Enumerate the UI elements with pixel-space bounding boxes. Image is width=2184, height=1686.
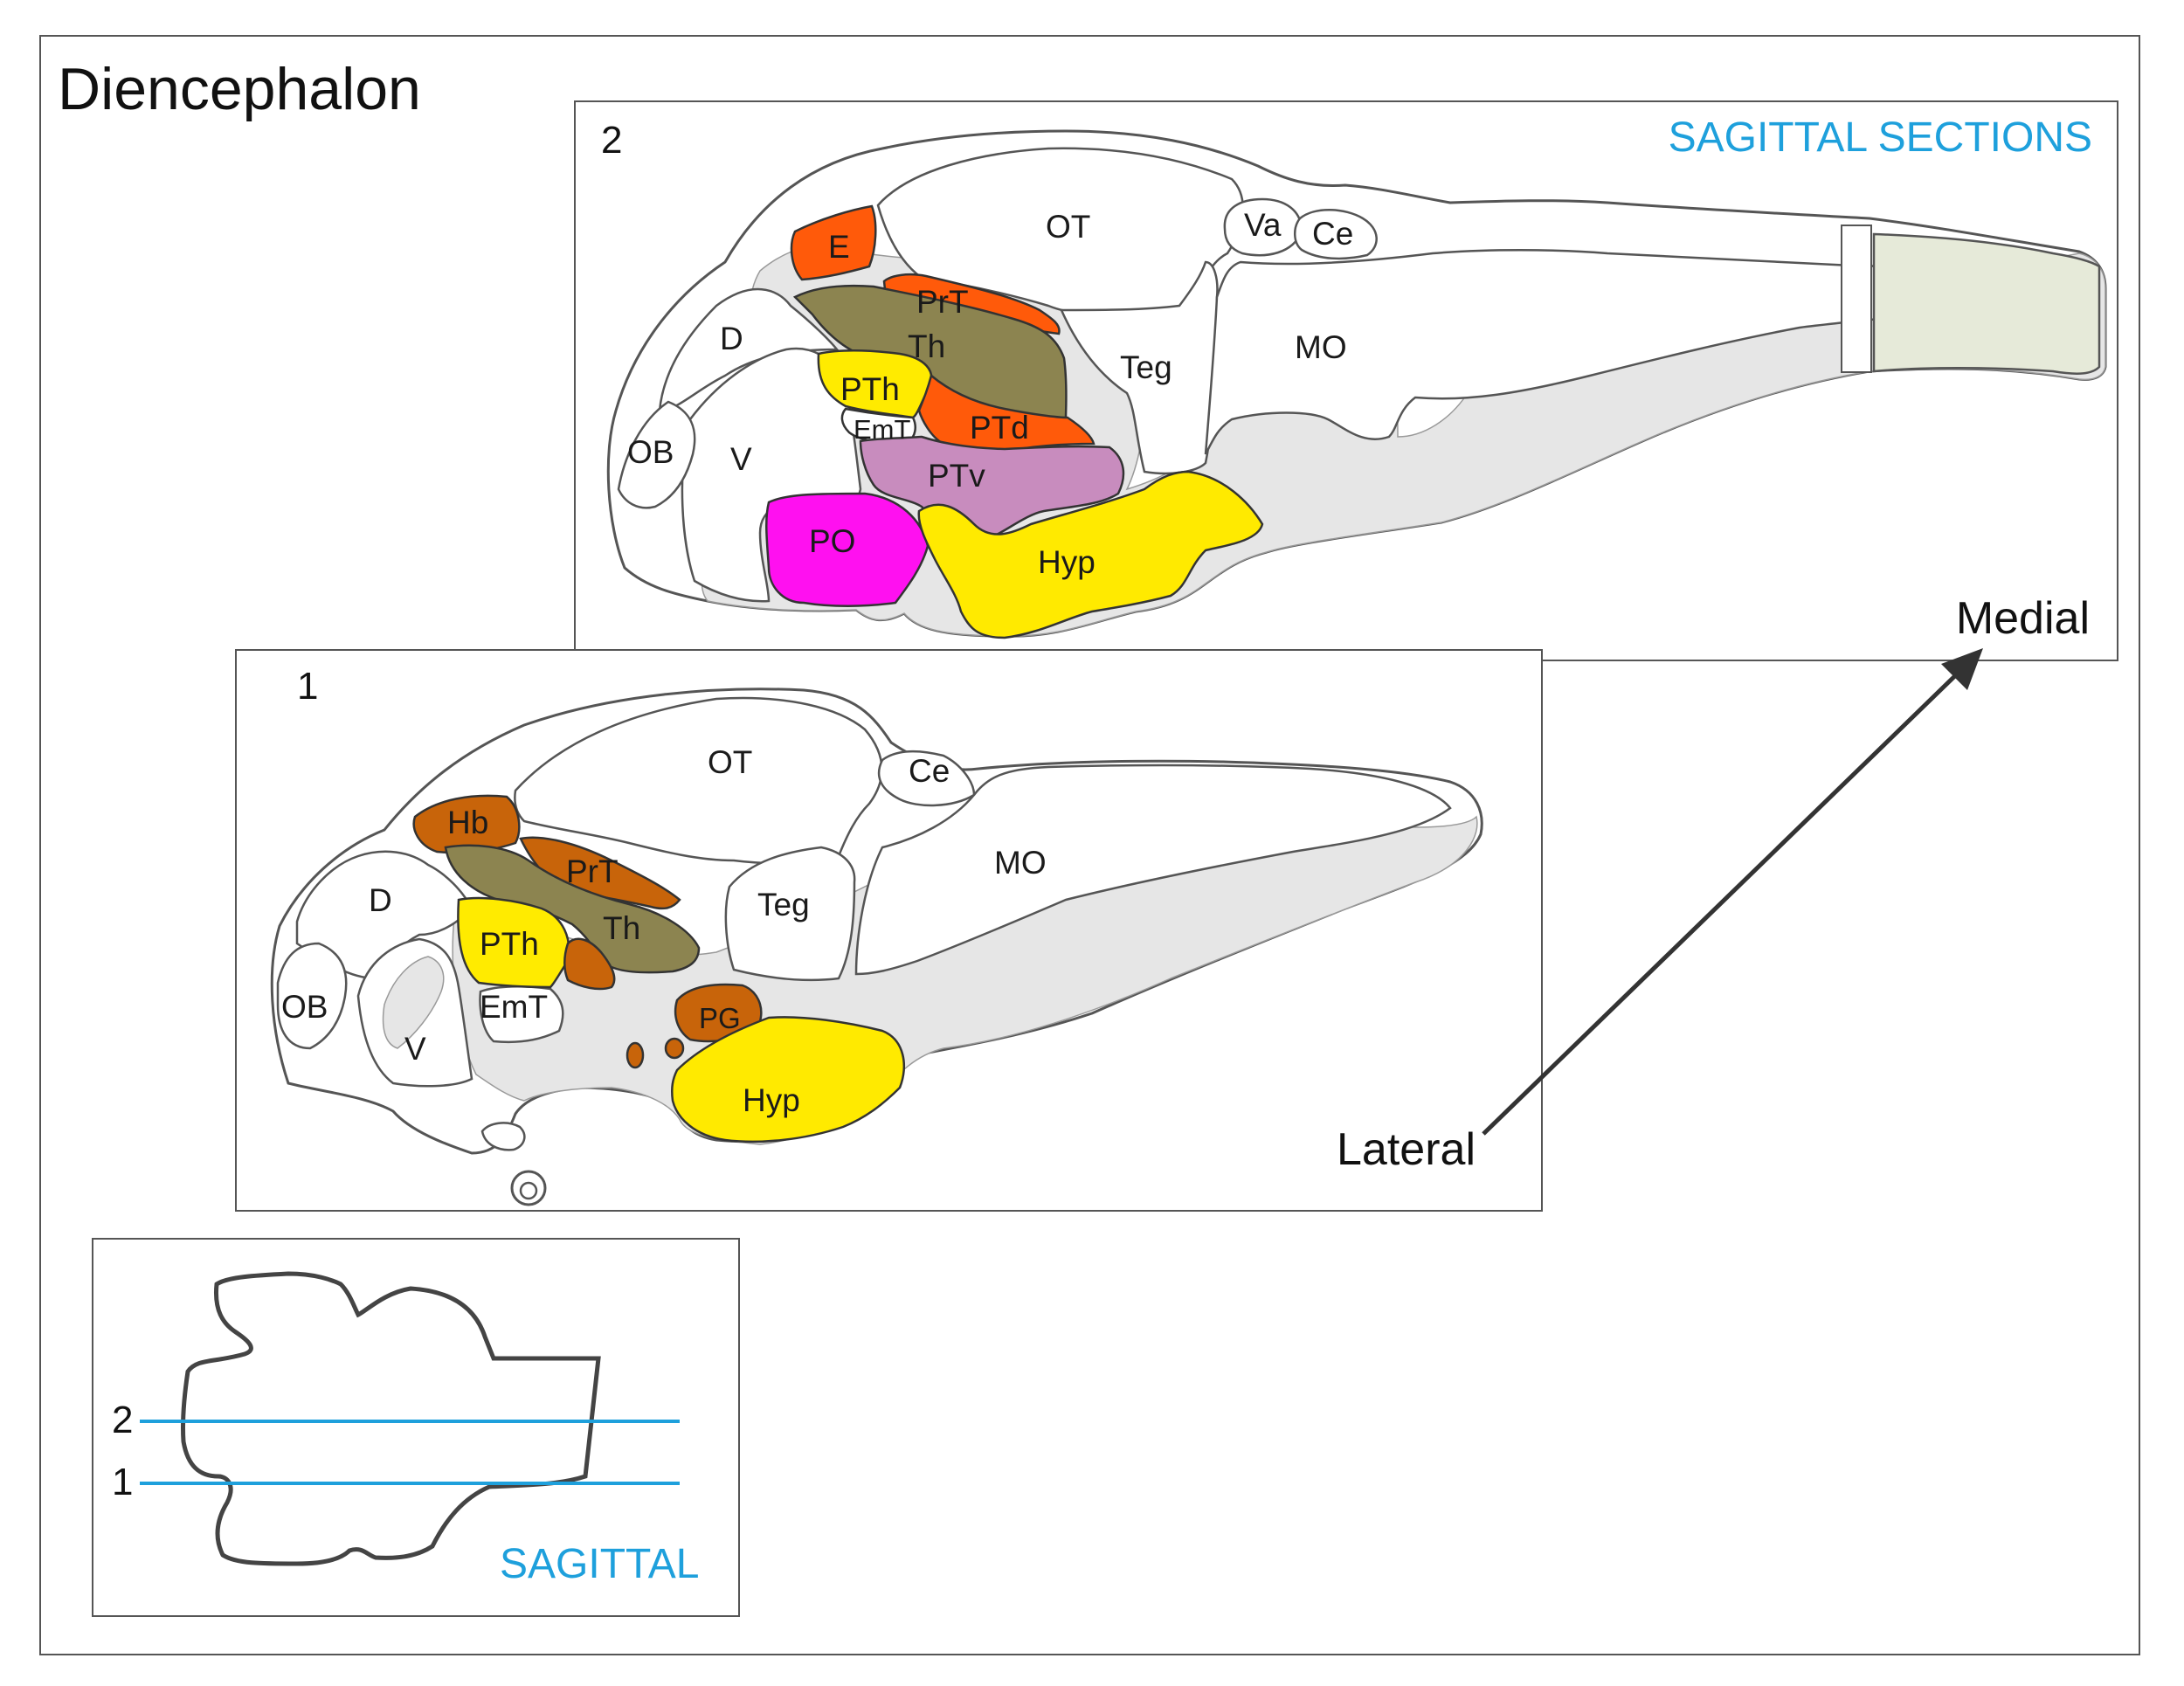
label-PG-1: PG [699,1002,741,1034]
labels-section-2: E OT Va Ce PrT Th D Teg MO PTh PTd EmT O… [627,207,1353,580]
label-D-1: D [369,882,392,918]
medial-label: Medial [1956,593,2090,644]
sagittal-inset: 2 1 SAGITTAL [92,1238,740,1617]
section-2-number: 2 [601,119,622,162]
ventral-posterior-tuberculum-region-2 [859,435,1125,543]
ventral-ventricle-patch-1 [382,956,445,1049]
label-PrT-2: PrT [916,284,969,320]
colored-regions-section-2 [765,204,1264,639]
section-1-number: 1 [297,665,318,708]
rostral-brown-blob-1 [563,937,616,991]
spinal-cord-2 [1872,232,2101,375]
label-Teg-2: Teg [1120,349,1172,385]
section-line-label-2: 2 [112,1399,133,1441]
label-Va-2: Va [1244,207,1282,243]
sagittal-inset-heading: SAGITTAL [500,1541,700,1587]
medulla-oblongata-1 [854,764,1452,976]
label-Teg-1: Teg [757,887,810,922]
preoptic-region-2 [765,492,930,607]
olfactory-bulb-1 [276,942,348,1050]
labels-section-1: OT Ce Hb PrT MO D Teg Th PTh OB EmT PG V… [281,744,1047,1118]
label-OT-1: OT [708,744,752,780]
lateral-label: Lateral [1337,1124,1476,1175]
section-2-panel: 2 SAGITTAL SECTIONS Medial [574,100,2118,661]
label-PO-2: PO [809,523,855,559]
isolated-circle-inner-1 [519,1181,538,1200]
section-1-panel: 1 Lateral [235,649,1543,1212]
label-E-2: E [828,229,850,265]
label-OT-2: OT [1046,209,1090,245]
label-PTh-2: PTh [840,371,900,407]
dorsal-posterior-tuberculum-region-2 [917,373,1095,452]
hypothalamus-region-2 [917,470,1264,639]
label-V-1: V [404,1031,426,1067]
tegmentum-1 [724,846,856,982]
label-PrT-1: PrT [566,853,619,889]
olfactory-bulb-2 [617,400,696,509]
cerebellum-2 [1294,209,1378,260]
label-PTd-2: PTd [970,410,1029,446]
label-V-2: V [730,441,752,477]
small-nucleus-b-1 [664,1037,685,1060]
label-OB-2: OB [627,434,674,470]
medulla-boundary-2 [1841,225,1872,373]
label-Ce-2: Ce [1312,216,1353,252]
prethalamus-region-1 [457,896,570,989]
label-Hyp-2: Hyp [1038,544,1095,580]
label-EmT-2: EmT [854,414,911,445]
epithalamus-region-2 [790,204,877,281]
colored-regions-section-1 [412,794,906,1144]
outer-frame [39,35,2140,1655]
small-nucleus-a-1 [625,1041,645,1069]
optic-tectum-1 [514,696,883,865]
label-Hb-1: Hb [447,805,488,840]
label-D-2: D [720,321,743,356]
label-Ce-1: Ce [909,753,950,789]
label-OB-1: OB [281,989,328,1025]
hypothalamus-region-1 [670,1016,906,1144]
label-MO-2: MO [1295,329,1347,365]
figure-title: Diencephalon [58,56,421,122]
section-line-label-1: 1 [112,1461,133,1503]
sagittal-sections-heading: SAGITTAL SECTIONS [1669,114,2092,161]
arrowhead-icon [1941,648,1983,690]
telencephalon-dorsal-2 [658,287,840,412]
label-MO-1: MO [994,845,1047,881]
small-loop-1 [480,1122,526,1151]
lateral-to-medial-arrow [1482,660,1972,1136]
label-PTh-1: PTh [480,926,539,962]
habenula-region-1 [412,794,521,854]
label-EmT-1: EmT [480,989,548,1025]
label-PTv-2: PTv [928,458,985,494]
medulla-oblongata-2 [1204,244,1924,455]
label-Hyp-1: Hyp [743,1082,800,1118]
label-Th-2: Th [908,328,945,364]
label-Th-1: Th [603,910,640,946]
brain-dorsal-outline-inset [180,1271,601,1566]
